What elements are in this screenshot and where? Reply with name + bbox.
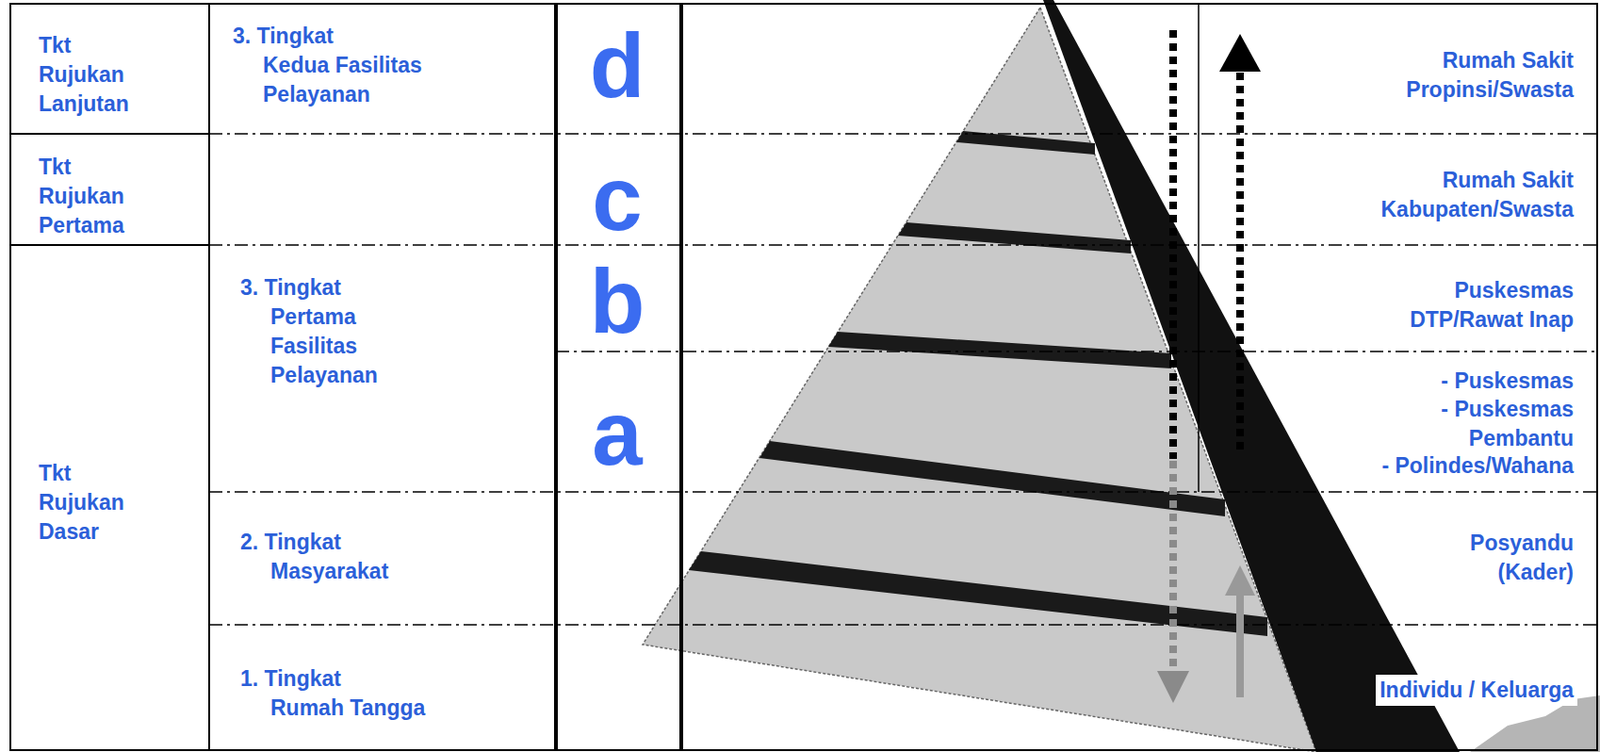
row-line	[209, 244, 1598, 246]
level-heading: Tkt Rujukan Pertama	[38, 152, 125, 241]
text-line: (Kader)	[1469, 557, 1574, 588]
tier-stripe	[759, 440, 1225, 517]
text-line: Rujukan	[38, 488, 125, 518]
level-letter: d	[589, 20, 646, 112]
column-line	[679, 3, 684, 751]
row-line	[209, 132, 1598, 135]
text-line: 2. Tingkat	[240, 527, 389, 557]
row-lines	[209, 133, 1598, 625]
text-line: Pelayanan	[232, 80, 423, 110]
text-line: Rujukan	[38, 181, 125, 212]
row-line	[209, 623, 1598, 626]
facility-label: Rumah Sakit Kabupaten/Swasta	[1377, 164, 1579, 226]
facility-label: Posyandu (Kader)	[1466, 527, 1578, 588]
level-label: 3. Tingkat Kedua Fasilitas Pelayanan	[232, 21, 423, 110]
level-label: 1. Tingkat Rumah Tangga	[240, 664, 425, 723]
tier-stripe	[828, 331, 1172, 369]
column-line	[208, 3, 211, 751]
arrow-shaft	[1236, 593, 1244, 698]
column-line	[1197, 3, 1200, 492]
text-line: DTP/Rawat Inap	[1409, 305, 1574, 335]
pyramid-edge	[1043, 0, 1460, 752]
tier-stripe	[897, 222, 1131, 254]
facility-label: - Puskesmas Pembantu	[1436, 393, 1578, 455]
text-line: Pelayanan	[240, 360, 378, 391]
text-line: Masyarakat	[240, 556, 389, 587]
text-line: Rumah Tangga	[240, 693, 425, 723]
text-line: 3. Tingkat	[232, 21, 423, 51]
column-line	[554, 3, 558, 751]
row-line	[10, 132, 210, 135]
text-line: Kedua Fasilitas	[232, 50, 423, 81]
dashed-arrow-shaft	[1236, 71, 1244, 450]
level-heading: Tkt Rujukan Dasar	[38, 458, 125, 547]
text-line: 1. Tingkat	[240, 664, 425, 694]
text-line: Rujukan	[38, 60, 130, 90]
text-line: - Puskesmas	[1440, 366, 1574, 396]
text-line: Rumah Sakit	[1405, 46, 1574, 76]
arrow-head	[1157, 670, 1190, 703]
text-line: - Puskesmas	[1440, 394, 1574, 425]
level-letter: c	[591, 153, 642, 245]
facility-label: Puskesmas DTP/Rawat Inap	[1405, 275, 1578, 336]
text-line: Tkt	[38, 31, 130, 61]
facility-label: - Polindes/Wahana	[1377, 450, 1578, 482]
text-line: Rumah Sakit	[1381, 165, 1575, 196]
level-label: 3. Tingkat Pertama Fasilitas Pelayanan	[240, 273, 378, 391]
text-line: Tkt	[38, 152, 125, 182]
text-line: Dasar	[38, 517, 125, 547]
row-line	[555, 350, 1598, 353]
level-heading: Tkt Rujukan Lanjutan	[38, 31, 130, 119]
text-line: - Polindes/Wahana	[1381, 451, 1574, 481]
text-line: Posyandu	[1469, 528, 1574, 558]
text-line: Pertama	[38, 211, 125, 241]
row-line	[209, 490, 1598, 493]
arrow-head	[1224, 565, 1256, 596]
table-frame	[10, 3, 1598, 751]
dashed-arrow-shaft	[1169, 30, 1177, 459]
text-line: Pertama	[240, 302, 378, 332]
text-line: Tkt	[38, 458, 125, 489]
facility-label: Rumah Sakit Propinsi/Swasta	[1402, 45, 1578, 106]
text-line: Fasilitas	[240, 331, 378, 361]
dashed-arrow-shaft	[1169, 460, 1177, 671]
arrow-head	[1219, 33, 1261, 72]
level-letter: a	[591, 388, 642, 479]
text-line: Kabupaten/Swasta	[1381, 195, 1575, 225]
row-line	[10, 244, 210, 246]
tier-stripe	[688, 551, 1268, 637]
level-letter: b	[589, 256, 646, 347]
facility-label: - Puskesmas	[1436, 365, 1578, 397]
text-line: Pembantu	[1440, 424, 1574, 454]
text-line: 3. Tingkat	[240, 273, 378, 303]
text-line: Puskesmas	[1409, 276, 1574, 306]
text-line: Individu / Keluarga	[1379, 675, 1574, 705]
text-line: Propinsi/Swasta	[1405, 75, 1574, 105]
level-label: 2. Tingkat Masyarakat	[240, 527, 389, 587]
text-line: Lanjutan	[38, 89, 130, 119]
facility-label: Individu / Keluarga	[1375, 674, 1578, 706]
